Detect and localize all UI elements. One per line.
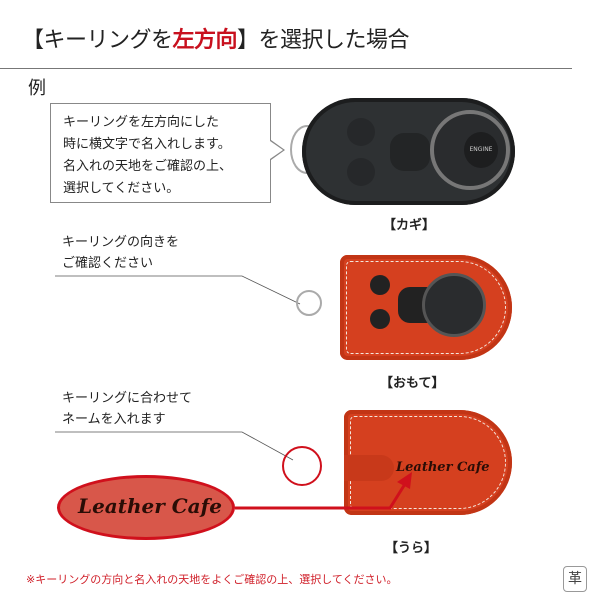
note-line: キーリングに合わせて	[62, 391, 193, 406]
back-cover-image: Leather Cafe	[344, 410, 512, 515]
key-ring-highlight-circle	[282, 446, 322, 486]
door-button-icon	[347, 118, 375, 146]
door-button-icon	[347, 158, 375, 186]
engraving-zoom-text: Leather Cafe	[78, 494, 222, 518]
stitching	[346, 261, 506, 354]
callout-line: キーリングを左方向にした	[63, 115, 220, 130]
lock-button-icon: ENGINE	[430, 110, 510, 190]
arrow-line	[235, 483, 407, 510]
front-leader-line	[55, 275, 301, 305]
key-ring	[296, 290, 322, 316]
engraving-zoom-oval: Leather Cafe	[57, 475, 235, 540]
callout-line: 名入れの天地をご確認の上、	[63, 159, 233, 174]
note-line: ご確認ください	[62, 256, 154, 271]
front-label: 【おもて】	[380, 376, 445, 391]
note-line: ネームを入れます	[62, 412, 166, 427]
brand-logo: 革	[563, 566, 587, 592]
back-note: キーリングに合わせて ネームを入れます	[62, 388, 192, 430]
note-line: キーリングの向きを	[62, 235, 180, 250]
arrow-head-icon	[397, 472, 412, 489]
page-title: 【キーリングを左方向】を選択した場合	[22, 27, 410, 53]
key-label: 【カギ】	[383, 218, 436, 233]
callout-line: 時に横文字で名入れします。	[63, 137, 231, 152]
door-button-icon	[370, 309, 390, 329]
unlock-button-icon	[390, 133, 430, 171]
engine-button: ENGINE	[464, 132, 498, 168]
lock-button-icon	[422, 273, 486, 337]
callout-pointer-fill	[270, 141, 283, 159]
back-leader-line	[55, 431, 294, 461]
engraving-text: Leather Cafe	[396, 460, 490, 475]
door-button-icon	[370, 275, 390, 295]
ring-tab	[344, 455, 394, 481]
example-label: 例	[28, 78, 46, 99]
key-fob-image: ENGINE	[302, 98, 515, 205]
callout-box: キーリングを左方向にした 時に横文字で名入れします。 名入れの天地をご確認の上、…	[50, 103, 271, 203]
front-cover-image	[340, 255, 512, 360]
divider	[0, 68, 572, 69]
back-label: 【うら】	[385, 541, 438, 556]
footer-notice: ※キーリングの方向と名入れの天地をよくご確認の上、選択してください。	[26, 573, 398, 586]
callout-line: 選択してください。	[63, 181, 180, 196]
front-note: キーリングの向きを ご確認ください	[62, 232, 179, 274]
